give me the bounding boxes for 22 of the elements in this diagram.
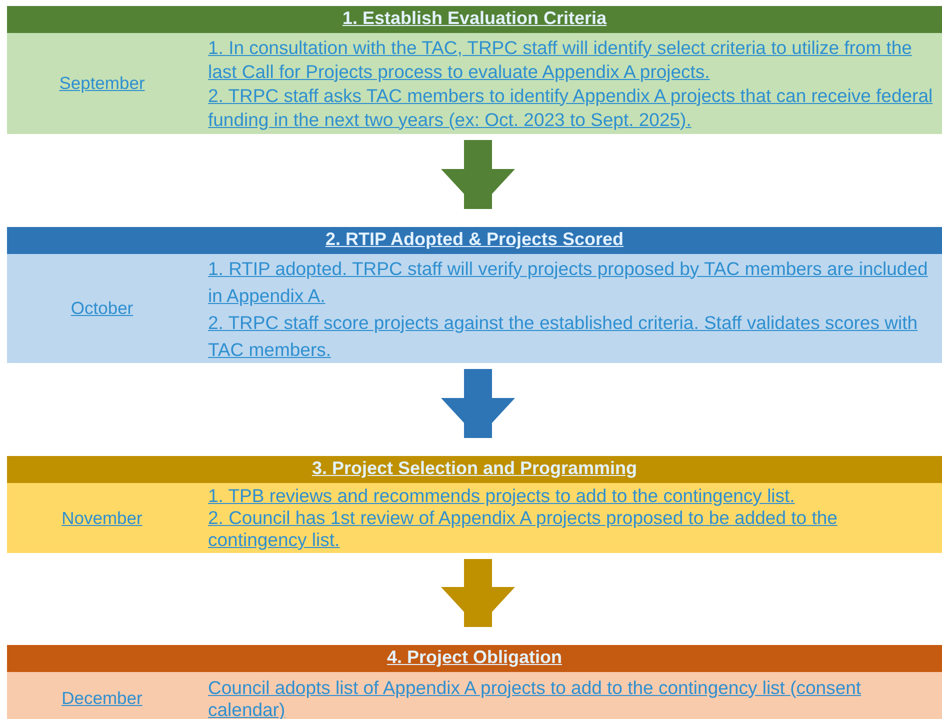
month-label: October — [7, 298, 197, 319]
step-text: 1. TPB reviews and recommends projects to add to the contingency list. — [208, 485, 796, 507]
step-text: 1. In consultation with the TAC, TRPC staff will identify select criteria to utilize from the last Call for Projects process to evaluate Appendix A projects. — [208, 36, 913, 84]
stage-heading: 3. Project Selection and Programming — [312, 458, 638, 478]
step-text: 2. TRPC staff score projects against the established criteria. Staff validates scores with TAC members. — [208, 310, 919, 362]
stage-heading: 4. Project Obligation — [386, 647, 562, 667]
stage-band — [7, 6, 942, 134]
block-arrow — [441, 369, 515, 438]
step-text: 2. Council has 1st review of Appendix A projects proposed to be added to the contingency list. — [208, 507, 838, 551]
month-label: November — [7, 508, 197, 528]
month-label: December — [7, 688, 197, 709]
step-text: 2. TRPC staff asks TAC members to identify Appendix A projects that can receive federal funding in the next two years (ex: Oct. 2023 to Sept. 2025). — [208, 84, 934, 132]
stage-heading: 1. Establish Evaluation Criteria — [342, 8, 607, 28]
stage-band — [7, 227, 942, 363]
block-arrow — [441, 140, 515, 209]
stage-band — [7, 456, 942, 553]
month-label: September — [7, 73, 197, 94]
step-text: Council adopts list of Appendix A projects to add to the contingency list (consent calendar) — [208, 676, 862, 719]
step-text: 1. RTIP adopted. TRPC staff will verify projects proposed by TAC members are included in Appendix A. — [208, 256, 929, 308]
block-arrow — [441, 559, 515, 627]
stage-band — [7, 645, 942, 719]
stage-heading: 2. RTIP Adopted & Projects Scored — [325, 229, 624, 249]
